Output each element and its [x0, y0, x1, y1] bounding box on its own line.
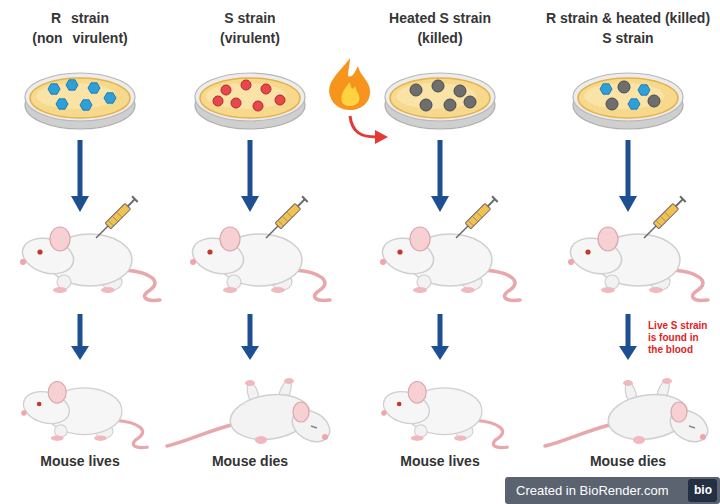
- s-strain-colonies: [213, 96, 223, 106]
- culture-plate-node: Heated S strain (killed): [365, 8, 515, 140]
- annotation-note: Live S strain is found in the blood: [648, 320, 710, 356]
- living-mouse: [380, 382, 507, 448]
- mouse-outcome-node: Mouse dies: [175, 360, 325, 475]
- living-mouse: [20, 382, 147, 448]
- injection-arrow-head: [71, 196, 89, 212]
- watermark-text: Created in BioRender.com: [516, 483, 686, 499]
- injected-mouse: [566, 227, 708, 300]
- watermark-badge: [505, 477, 720, 504]
- r-strain-colonies: [104, 93, 116, 103]
- s-strain-colonies: [253, 101, 263, 111]
- killed-s-strain-colonies: [420, 99, 432, 111]
- outcome-label: Mouse lives: [365, 452, 515, 470]
- heat-arrow: [350, 116, 388, 144]
- culture-plates: [385, 73, 495, 129]
- r-strain-colonies: [66, 80, 78, 90]
- dead-mouse: [167, 378, 335, 448]
- culture-plate-node: S strain (virulent): [175, 8, 325, 140]
- heat-flame: [341, 82, 359, 106]
- injection-arrow-head: [71, 196, 637, 212]
- killed-s-strain-colonies: [444, 99, 456, 111]
- injected-mouse: [18, 227, 160, 300]
- dead-mouse: [167, 378, 335, 448]
- heat-flame: [329, 58, 370, 110]
- injected-mouse: [456, 196, 498, 238]
- injected-mouse: [188, 227, 330, 300]
- r-strain-colonies: [48, 80, 116, 110]
- living-mouse: [20, 382, 147, 448]
- injected-mouse: [378, 196, 520, 300]
- r-strain-colonies: [48, 84, 60, 94]
- injection-arrow-head: [241, 196, 259, 212]
- column-heading: R strain (non virulent): [32, 8, 128, 48]
- injected-mouse: [566, 196, 708, 300]
- s-strain-colonies: [261, 84, 271, 94]
- culture-plates: [25, 73, 135, 129]
- mouse-outcome-node: Mouse lives: [365, 360, 515, 475]
- injected-mouse: [188, 196, 330, 300]
- column-heading: Heated S strain (killed): [378, 8, 503, 48]
- heat-arrow: [375, 130, 388, 144]
- dead-mouse: [545, 378, 713, 448]
- outcome-label: Mouse dies: [175, 452, 325, 470]
- column-heading: R strain & heated (killed) S strain: [543, 8, 713, 48]
- watermark-logo: bio: [689, 482, 717, 498]
- injected-mouse: [96, 196, 138, 238]
- mixed-colonies: [600, 84, 612, 94]
- mixed-colonies: [628, 99, 640, 109]
- mixed-colonies: [638, 85, 650, 95]
- living-mouse: [380, 382, 507, 448]
- watermark-badge: [505, 477, 720, 504]
- killed-s-strain-colonies: [432, 80, 444, 92]
- outcome-label: Mouse dies: [553, 452, 703, 470]
- s-strain-colonies: [275, 95, 285, 105]
- mixed-colonies: [618, 81, 630, 93]
- r-strain-colonies: [56, 99, 68, 109]
- mixed-colonies: [606, 98, 618, 110]
- watermark-badge: [688, 479, 717, 502]
- s-strain-colonies: [231, 98, 241, 108]
- culture-plate-node: R strain & heated (killed) S strain: [540, 8, 716, 140]
- dead-mouse: [545, 378, 713, 448]
- r-strain-colonies: [80, 100, 92, 110]
- connector-group: [80, 140, 628, 350]
- killed-s-strain-colonies: [454, 85, 466, 97]
- injected-mouse: [378, 227, 520, 300]
- r-strain-colonies: [88, 83, 100, 93]
- s-strain-colonies: [221, 85, 231, 95]
- mixed-colonies: [648, 95, 660, 107]
- injection-arrow-head: [619, 196, 637, 212]
- mouse-outcome-node: Mouse dies: [553, 360, 703, 475]
- culture-plates: [195, 73, 305, 129]
- killed-s-strain-colonies: [410, 80, 476, 111]
- mixed-colonies: [600, 81, 660, 110]
- injection-arrow-head: [431, 196, 449, 212]
- culture-plate-node: R strain (non virulent): [5, 8, 155, 140]
- s-strain-colonies: [213, 80, 285, 111]
- heat-flame: [329, 58, 370, 110]
- outcome-label: Mouse lives: [5, 452, 155, 470]
- injected-mouse: [18, 196, 160, 300]
- injected-mouse: [644, 196, 686, 238]
- s-strain-colonies: [241, 80, 251, 90]
- column-heading: S strain (virulent): [205, 8, 295, 48]
- injected-mouse: [266, 196, 308, 238]
- heat-arrow: [350, 116, 376, 137]
- culture-plates: [573, 73, 683, 129]
- killed-s-strain-colonies: [410, 84, 422, 96]
- arrow-gap: [74, 196, 634, 314]
- killed-s-strain-colonies: [464, 96, 476, 108]
- mouse-outcome-node: Mouse lives: [5, 360, 155, 475]
